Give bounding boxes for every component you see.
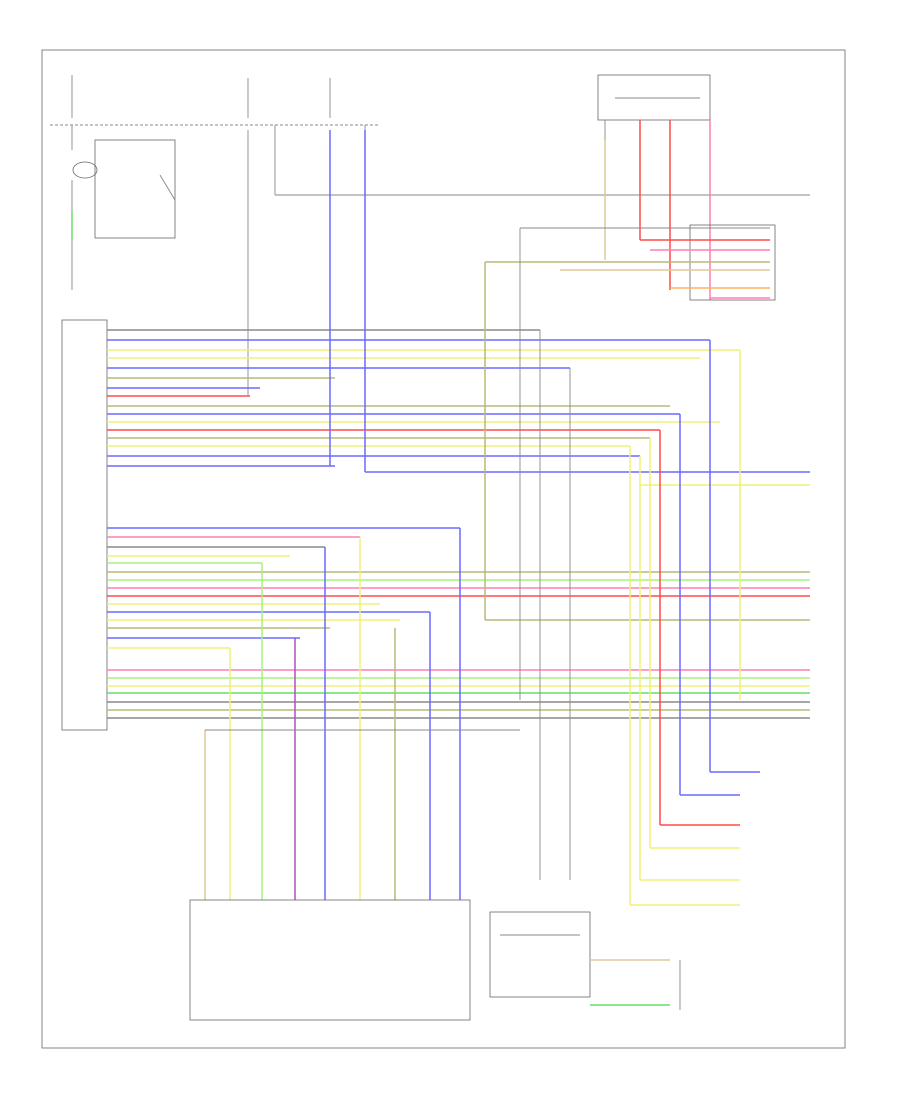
power-seat-control-switch xyxy=(189,899,681,1021)
switch-drop-wires xyxy=(204,528,520,900)
top-middle-fuses xyxy=(247,78,810,395)
right-side-sensors xyxy=(630,771,760,906)
diagram-border xyxy=(41,49,846,1049)
harness-wires-upper xyxy=(107,329,810,486)
harness-wires-lower xyxy=(107,527,810,719)
ecu-connector xyxy=(61,319,108,731)
right-connector-block xyxy=(485,224,776,301)
vertical-trunk-wires xyxy=(329,130,741,905)
top-left-fuse-block xyxy=(50,75,380,290)
top-right-switch-module xyxy=(597,74,711,300)
